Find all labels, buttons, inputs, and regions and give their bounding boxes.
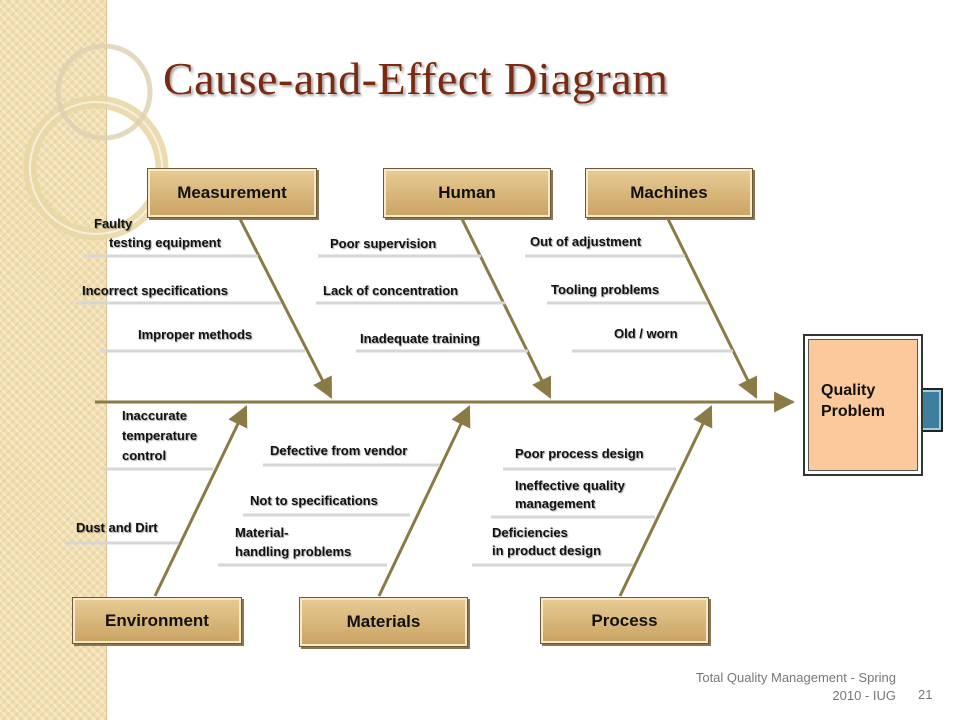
decorative-ring: [55, 43, 153, 141]
category-environment: Environment: [72, 597, 242, 644]
cause-label: in product design: [492, 543, 602, 558]
effect-label: Quality Problem: [821, 380, 885, 422]
slide-footer: Total Quality Management - Spring 2010 -…: [640, 669, 896, 705]
cause-label: Poor supervision: [330, 236, 437, 251]
slide-title: Cause-and-Effect Diagram: [163, 53, 669, 104]
cause-label: Defective from vendor: [270, 443, 408, 458]
cause-label: Poor process design: [515, 446, 644, 461]
category-measurement: Measurement: [147, 168, 317, 218]
cause-label: handling problems: [235, 544, 352, 559]
category-human: Human: [383, 168, 551, 218]
category-materials: Materials: [299, 597, 468, 647]
cause-label: Material-: [235, 525, 289, 540]
cause-label: Tooling problems: [551, 282, 660, 297]
cause-label: Dust and Dirt: [76, 520, 158, 535]
effect-line-2: Problem: [821, 403, 886, 420]
bone-measurement: [238, 218, 333, 399]
cause-label: Inaccurate: [122, 408, 188, 423]
bone-environment: [153, 405, 248, 597]
bone-machines: [666, 218, 758, 399]
cause-label: testing equipment: [109, 235, 221, 250]
bone-process: [618, 405, 713, 597]
footer-line-1: Total Quality Management - Spring: [695, 670, 896, 685]
cause-label: Deficiencies: [492, 525, 568, 540]
cause-label: temperature: [122, 428, 198, 443]
cause-label: Faulty: [94, 216, 133, 231]
category-process: Process: [540, 597, 709, 644]
category-machines: Machines: [585, 168, 753, 218]
footer-line-2: 2010 - IUG: [832, 688, 896, 703]
cause-label: Ineffective quality: [515, 478, 625, 493]
cause-label: Out of adjustment: [530, 234, 642, 249]
cause-label: Incorrect specifications: [82, 283, 228, 298]
page-number: 21: [918, 687, 933, 702]
cause-label: Inadequate training: [360, 331, 480, 346]
bone-materials: [377, 405, 471, 597]
effect-tab: [919, 388, 943, 432]
cause-label: Lack of concentration: [323, 283, 459, 298]
cause-branches: [65, 254, 733, 567]
effect-box: Quality Problem: [803, 334, 923, 476]
bone-human: [460, 218, 552, 399]
cause-label: management: [515, 496, 596, 511]
cause-label: Improper methods: [138, 327, 253, 342]
cause-label: control: [122, 448, 167, 463]
cause-label: Not to specifications: [250, 493, 378, 508]
effect-line-1: Quality: [821, 382, 876, 399]
cause-label: Old / worn: [614, 326, 678, 341]
